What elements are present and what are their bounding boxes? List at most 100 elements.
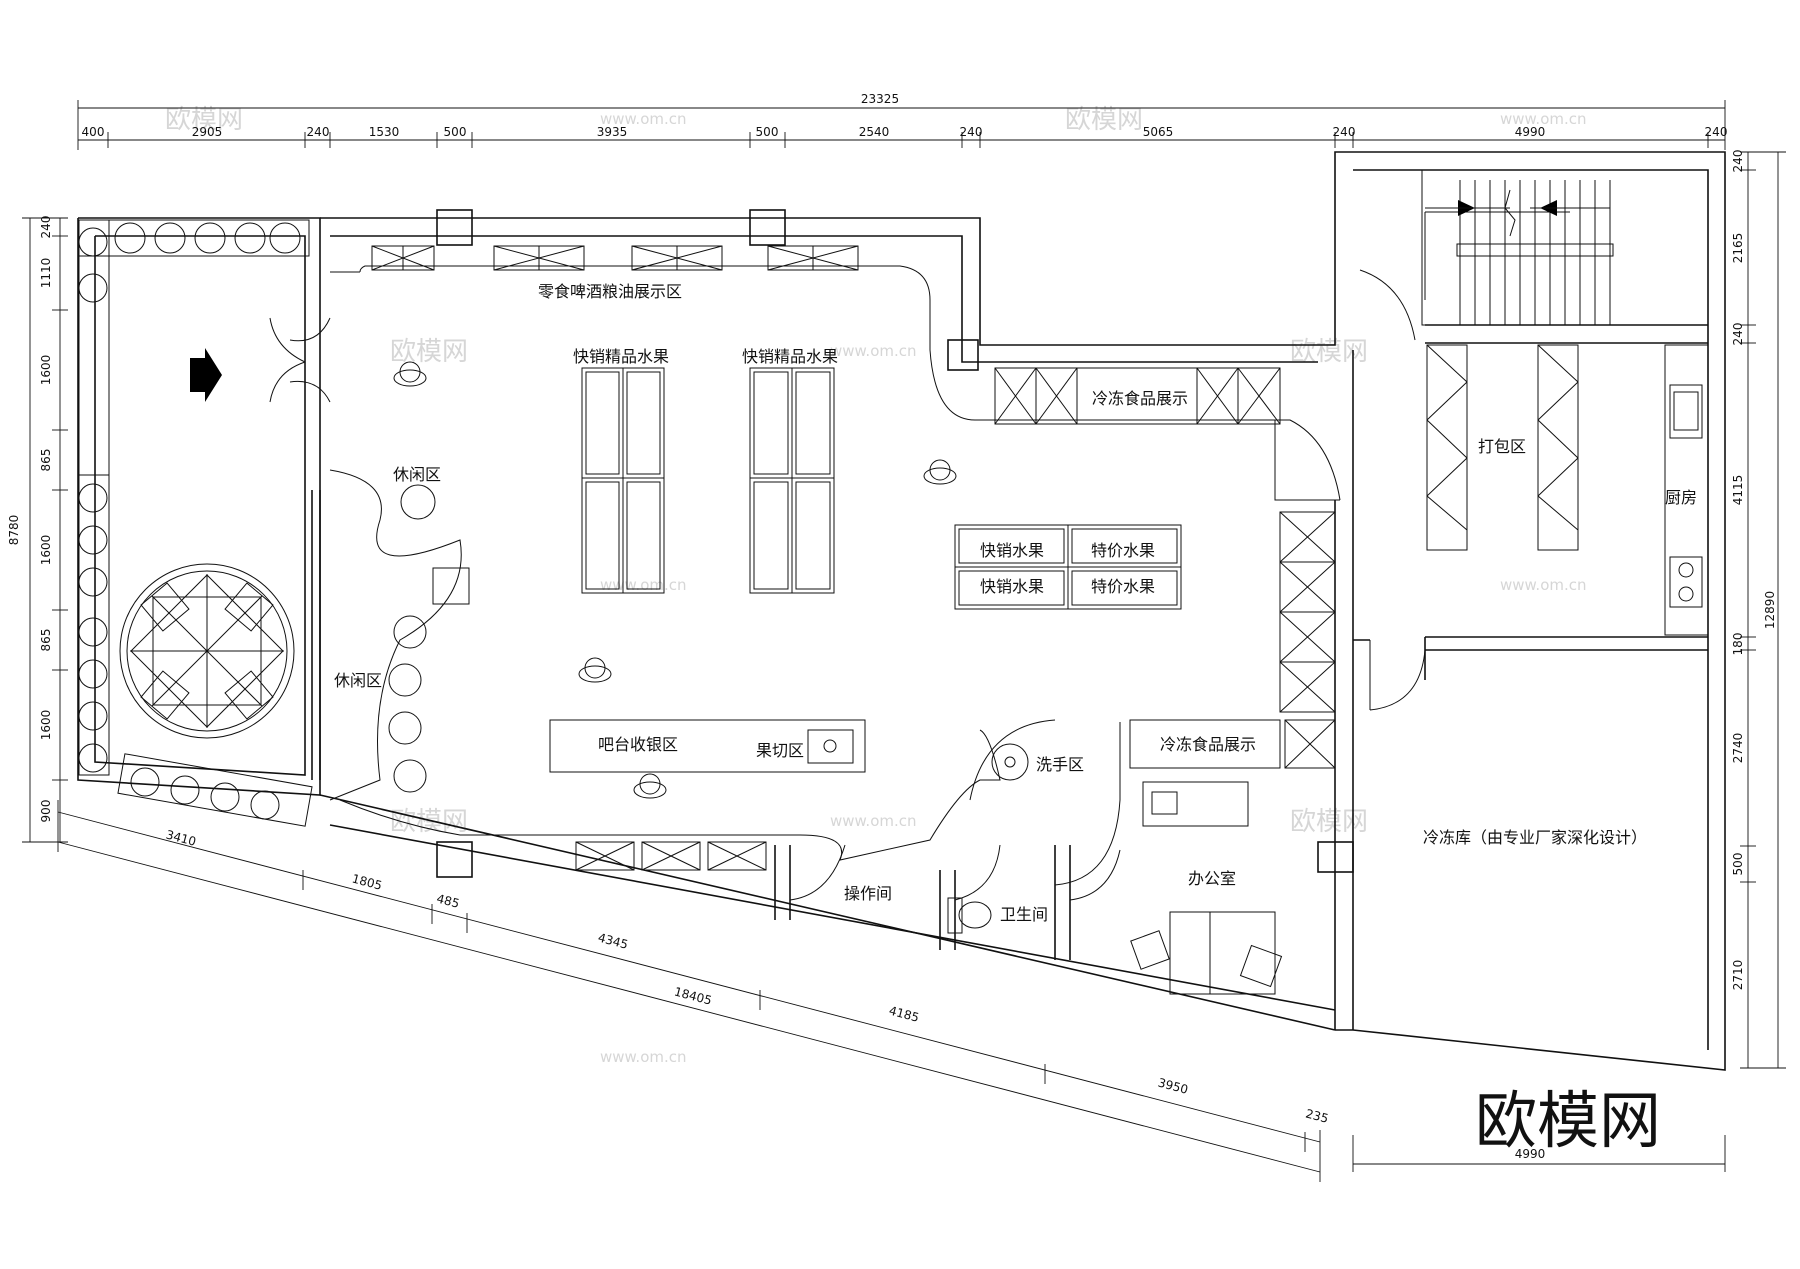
outdoor-table-umbrella [119, 563, 295, 739]
label-toilet: 卫生间 [1000, 905, 1048, 924]
watermark-url: www.om.cn [830, 342, 917, 360]
label-frozen-1: 冷冻食品展示 [1092, 389, 1188, 408]
label-packing: 打包区 [1478, 437, 1526, 456]
svg-text:240: 240 [1731, 323, 1745, 346]
svg-text:240: 240 [1333, 125, 1356, 139]
svg-text:1110: 1110 [39, 258, 53, 289]
label-fast-1: 快销水果 [980, 541, 1044, 560]
svg-text:4990: 4990 [1515, 125, 1546, 139]
svg-text:865: 865 [39, 629, 53, 652]
watermark-url: www.om.cn [1500, 576, 1587, 594]
person-icon [633, 773, 667, 799]
person-icon [578, 657, 612, 683]
watermark-url: www.om.cn [600, 576, 687, 594]
fruit-display-tables [581, 367, 835, 594]
svg-text:240: 240 [1705, 125, 1728, 139]
planters [78, 219, 313, 827]
svg-text:500: 500 [1731, 853, 1745, 876]
bar-counter [549, 719, 866, 871]
svg-text:3410: 3410 [164, 827, 197, 848]
dim-total-left: 8780 [7, 515, 21, 546]
bottom-right-dimension: 4990 [1352, 1135, 1726, 1172]
label-leisure-2: 休闲区 [334, 671, 382, 690]
watermark-url: www.om.cn [600, 110, 687, 128]
svg-text:235: 235 [1304, 1106, 1330, 1125]
label-bar: 吧台收银区 [598, 735, 678, 754]
svg-text:4345: 4345 [596, 930, 629, 951]
svg-text:500: 500 [756, 125, 779, 139]
right-dimension-chain: 12890 240 2165 240 4115 180 2740 500 271… [1731, 150, 1786, 1069]
svg-text:4115: 4115 [1731, 475, 1745, 506]
svg-text:865: 865 [39, 449, 53, 472]
label-wash: 洗手区 [1036, 755, 1084, 774]
label-special-2: 特价水果 [1091, 577, 1155, 596]
watermark-layer: 欧模网 www.om.cn 欧模网 www.om.cn 欧模网 www.om.c… [165, 105, 1587, 1066]
back-rooms [774, 722, 1121, 960]
svg-text:4990: 4990 [1515, 1147, 1546, 1161]
label-fruit-b: 快销精品水果 [742, 347, 838, 366]
entrance [190, 317, 331, 403]
entrance-arrow-icon [190, 348, 222, 402]
packing-racks [1426, 344, 1579, 551]
svg-text:2740: 2740 [1731, 733, 1745, 764]
label-kitchen: 厨房 [1665, 488, 1697, 507]
office-furniture [1130, 781, 1283, 995]
svg-text:1600: 1600 [39, 535, 53, 566]
watermark-text: 欧模网 [165, 105, 243, 135]
kitchen-fixtures [1664, 344, 1709, 636]
svg-text:240: 240 [960, 125, 983, 139]
watermark-text: 欧模网 [1290, 807, 1368, 837]
building-walls [77, 151, 1726, 1071]
svg-text:485: 485 [435, 891, 461, 910]
svg-text:400: 400 [82, 125, 105, 139]
person-icon [393, 361, 427, 387]
svg-text:4185: 4185 [887, 1003, 920, 1024]
watermark-text: 欧模网 [390, 337, 468, 367]
svg-text:240: 240 [1731, 150, 1745, 173]
label-fast-2: 快销水果 [980, 577, 1044, 596]
svg-text:240: 240 [307, 125, 330, 139]
svg-text:240: 240 [39, 216, 53, 239]
left-dimension-chain: 8780 240 1110 1600 865 1600 865 1600 900 [7, 216, 68, 843]
frozen-display-top [994, 367, 1281, 425]
svg-text:2710: 2710 [1731, 960, 1745, 991]
staircase [1359, 169, 1709, 341]
person-icons [393, 361, 957, 799]
svg-text:2905: 2905 [192, 125, 223, 139]
fruit-stands [954, 524, 1182, 610]
label-frozen-2: 冷冻食品展示 [1160, 735, 1256, 754]
svg-text:5065: 5065 [1143, 125, 1174, 139]
slanted-dimension-chain: 3410 1805 485 4345 4185 3950 235 18405 [57, 800, 1330, 1182]
watermark-url: www.om.cn [1500, 110, 1587, 128]
label-snack-display: 零食啤酒粮油展示区 [538, 282, 682, 301]
svg-text:500: 500 [444, 125, 467, 139]
label-leisure-1: 休闲区 [393, 465, 441, 484]
label-special-1: 特价水果 [1091, 541, 1155, 560]
label-cut: 果切区 [756, 741, 804, 760]
top-shelves [371, 245, 859, 271]
label-office: 办公室 [1188, 869, 1236, 888]
label-cold-storage: 冷冻库（由专业厂家深化设计） [1423, 828, 1647, 847]
svg-text:2165: 2165 [1731, 233, 1745, 264]
svg-text:1530: 1530 [369, 125, 400, 139]
wash-area [969, 719, 1056, 801]
top-dimension-chain: 23325 400 2905 240 1530 500 3935 500 254… [77, 92, 1728, 150]
dim-total-top: 23325 [861, 92, 899, 106]
watermark-url: www.om.cn [830, 812, 917, 830]
watermark-text: 欧模网 [1065, 105, 1143, 135]
person-icon [923, 459, 957, 485]
svg-text:900: 900 [39, 800, 53, 823]
structural-columns [436, 209, 1354, 878]
svg-text:180: 180 [1731, 633, 1745, 656]
frozen-display-vertical [1129, 511, 1336, 769]
watermark-url: www.om.cn [600, 1048, 687, 1066]
leisure-seating [388, 484, 470, 793]
cold-storage-door [1369, 640, 1426, 711]
svg-text:1600: 1600 [39, 710, 53, 741]
label-fruit-a: 快销精品水果 [573, 347, 669, 366]
room-labels: 零食啤酒粮油展示区 快销精品水果 快销精品水果 冷冻食品展示 冷冻食品展示 休闲… [334, 282, 1697, 924]
svg-text:3950: 3950 [1156, 1075, 1189, 1096]
dim-total-right: 12890 [1763, 591, 1777, 629]
